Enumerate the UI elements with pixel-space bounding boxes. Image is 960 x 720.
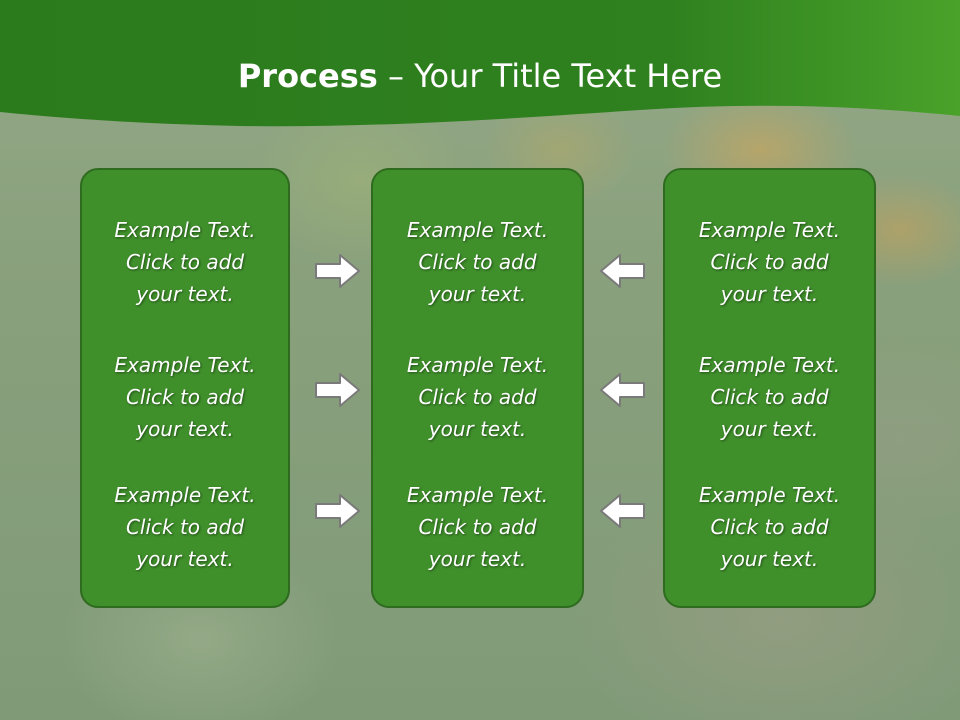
text-line: Example Text.: [406, 483, 549, 507]
text-block[interactable]: Example Text. Click to add your text.: [82, 214, 288, 310]
text-block[interactable]: Example Text. Click to add your text.: [665, 214, 874, 310]
text-line: Example Text.: [114, 483, 256, 507]
text-line: Click to add: [418, 250, 537, 274]
text-line: Example Text.: [406, 353, 549, 377]
text-line: Example Text.: [698, 218, 841, 242]
text-line: your text.: [136, 417, 234, 441]
text-line: Click to add: [710, 515, 829, 539]
text-line: Example Text.: [114, 218, 256, 242]
text-line: your text.: [720, 547, 819, 571]
text-line: Click to add: [418, 515, 537, 539]
text-block[interactable]: Example Text. Click to add your text.: [665, 349, 874, 445]
text-line: your text.: [428, 417, 527, 441]
text-line: Click to add: [125, 515, 245, 539]
process-panel-center[interactable]: Example Text. Click to add your text. Ex…: [371, 168, 584, 608]
text-block[interactable]: Example Text. Click to add your text.: [373, 349, 582, 445]
text-line: your text.: [136, 547, 234, 571]
left-arrow-icon: [600, 373, 645, 407]
title-rest: – Your Title Text Here: [377, 57, 723, 95]
process-panel-left[interactable]: Example Text. Click to add your text. Ex…: [80, 168, 290, 608]
process-panel-right[interactable]: Example Text. Click to add your text. Ex…: [663, 168, 876, 608]
text-line: Click to add: [710, 385, 829, 409]
right-arrow-icon: [315, 494, 360, 528]
right-arrow-icon: [315, 254, 360, 288]
text-block[interactable]: Example Text. Click to add your text.: [665, 479, 874, 575]
text-line: Example Text.: [114, 353, 256, 377]
slide-title[interactable]: Process – Your Title Text Here: [0, 56, 960, 96]
right-arrow-icon: [315, 373, 360, 407]
text-line: your text.: [428, 282, 527, 306]
text-block[interactable]: Example Text. Click to add your text.: [82, 349, 288, 445]
text-block[interactable]: Example Text. Click to add your text.: [373, 479, 582, 575]
text-line: Click to add: [418, 385, 537, 409]
text-line: Click to add: [125, 250, 245, 274]
text-line: your text.: [136, 282, 234, 306]
text-line: your text.: [720, 417, 819, 441]
text-block[interactable]: Example Text. Click to add your text.: [373, 214, 582, 310]
left-arrow-icon: [600, 254, 645, 288]
text-line: your text.: [720, 282, 819, 306]
text-line: your text.: [428, 547, 527, 571]
header-banner: [0, 0, 960, 127]
text-line: Example Text.: [406, 218, 549, 242]
text-line: Example Text.: [698, 353, 841, 377]
text-line: Click to add: [710, 250, 829, 274]
text-line: Click to add: [125, 385, 245, 409]
title-bold: Process: [237, 57, 378, 95]
text-line: Example Text.: [698, 483, 841, 507]
left-arrow-icon: [600, 494, 645, 528]
text-block[interactable]: Example Text. Click to add your text.: [82, 479, 288, 575]
